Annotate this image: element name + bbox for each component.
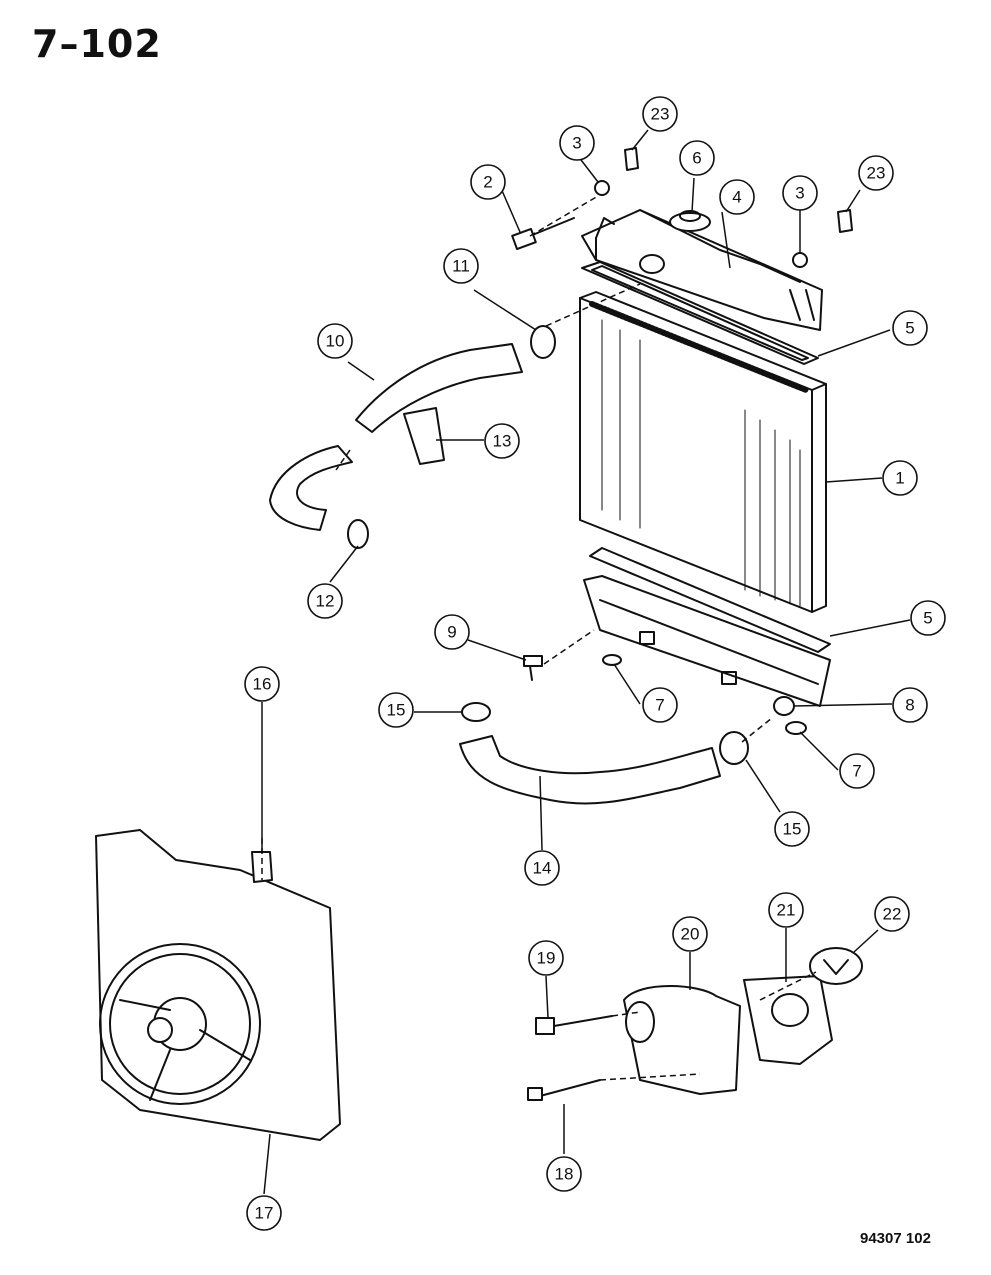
- svg-text:8: 8: [905, 696, 914, 715]
- lower-hose-clamp-right: [719, 731, 749, 765]
- callout-8: 8: [892, 687, 928, 723]
- svg-text:5: 5: [923, 609, 932, 628]
- svg-text:6: 6: [692, 149, 701, 168]
- svg-text:23: 23: [867, 164, 886, 183]
- lower-radiator-hose: [459, 735, 721, 805]
- callout-18: 18: [546, 1156, 582, 1192]
- svg-text:7: 7: [852, 762, 861, 781]
- upper-hose-clamp: [530, 325, 556, 359]
- mounting-nut-right: [792, 252, 808, 268]
- svg-text:11: 11: [452, 257, 470, 276]
- svg-text:9: 9: [447, 623, 456, 642]
- mounting-bolt: [511, 217, 575, 250]
- callout-2: 2: [470, 164, 506, 200]
- housing-bolt-upper: [535, 1015, 613, 1035]
- svg-text:4: 4: [732, 188, 741, 207]
- callout-5-upper: 5: [892, 310, 928, 346]
- callout-10: 10: [317, 323, 353, 359]
- radiator-top-tank: [581, 209, 823, 331]
- radiator-cap: [669, 210, 711, 232]
- radiator-bottom-tank: [583, 575, 831, 707]
- callout-20: 20: [672, 916, 708, 952]
- fitting-top: [602, 654, 622, 666]
- mounting-clip-left: [624, 147, 639, 171]
- diagram-code: 94307 102: [860, 1230, 931, 1247]
- svg-text:21: 21: [777, 901, 796, 920]
- callout-6: 6: [679, 140, 715, 176]
- svg-text:15: 15: [387, 701, 406, 720]
- svg-text:7: 7: [655, 696, 664, 715]
- svg-text:3: 3: [572, 134, 581, 153]
- callout-5-lower: 5: [910, 600, 946, 636]
- callout-19: 19: [528, 940, 564, 976]
- lower-hose-clamp-left: [461, 702, 491, 722]
- svg-text:17: 17: [255, 1204, 274, 1223]
- thermostat-gasket: [743, 975, 833, 1065]
- callout-3-right: 3: [782, 175, 818, 211]
- leader-lines: [261, 195, 817, 1081]
- mounting-clip-right: [837, 209, 853, 233]
- upper-radiator-hose: [355, 343, 523, 433]
- svg-text:10: 10: [326, 332, 345, 351]
- svg-text:23: 23: [651, 105, 670, 124]
- shroud-retainer: [251, 851, 273, 883]
- callout-1: 1: [882, 460, 918, 496]
- callout-11: 11: [443, 248, 479, 284]
- svg-text:15: 15: [783, 820, 802, 839]
- callout-23-right: 23: [858, 155, 894, 191]
- callout-22: 22: [874, 896, 910, 932]
- callout-7-upper: 7: [642, 687, 678, 723]
- callout-14: 14: [524, 850, 560, 886]
- thermostat: [809, 947, 863, 985]
- callout-15-left: 15: [378, 692, 414, 728]
- callout-16: 16: [244, 666, 280, 702]
- lower-gasket: [589, 547, 831, 653]
- callout-7-lower: 7: [839, 753, 875, 789]
- callout-13: 13: [484, 423, 520, 459]
- svg-text:2: 2: [483, 173, 492, 192]
- housing-stud-lower: [527, 1079, 601, 1101]
- fan-shroud: [95, 829, 341, 1141]
- fitting-bottom: [785, 721, 807, 735]
- thermostat-housing: [623, 985, 741, 1095]
- callout-21: 21: [768, 892, 804, 928]
- callout-23-left: 23: [642, 96, 678, 132]
- callout-12: 12: [307, 583, 343, 619]
- upper-hose-clamp-lower: [347, 519, 369, 549]
- radiator-core: [579, 291, 827, 613]
- page-title: 7–102: [32, 22, 162, 66]
- svg-text:18: 18: [555, 1165, 574, 1184]
- outlet-fitting: [773, 696, 795, 716]
- svg-text:3: 3: [795, 184, 804, 203]
- upper-gasket: [581, 261, 819, 365]
- callout-9: 9: [434, 614, 470, 650]
- hose-bracket: [403, 407, 445, 465]
- svg-text:14: 14: [533, 859, 552, 878]
- svg-text:16: 16: [253, 675, 272, 694]
- callout-leaders: [261, 129, 911, 1195]
- drain-cock: [523, 655, 543, 681]
- callout-3-left: 3: [559, 125, 595, 161]
- svg-text:1: 1: [895, 469, 904, 488]
- mounting-nut-left: [594, 180, 610, 196]
- svg-text:5: 5: [905, 319, 914, 338]
- callouts: 1 2 3 3 4 5 5 6 7 7 8 9 10 11 12 13 14 1…: [244, 96, 946, 1231]
- filler-neck: [639, 254, 665, 274]
- svg-text:19: 19: [537, 949, 556, 968]
- svg-text:13: 13: [493, 432, 512, 451]
- svg-text:12: 12: [316, 592, 335, 611]
- svg-text:20: 20: [681, 925, 700, 944]
- upper-hose-lower-segment: [269, 445, 353, 531]
- callout-4: 4: [719, 179, 755, 215]
- callout-17: 17: [246, 1195, 282, 1231]
- callout-15-right: 15: [774, 811, 810, 847]
- svg-text:22: 22: [883, 905, 902, 924]
